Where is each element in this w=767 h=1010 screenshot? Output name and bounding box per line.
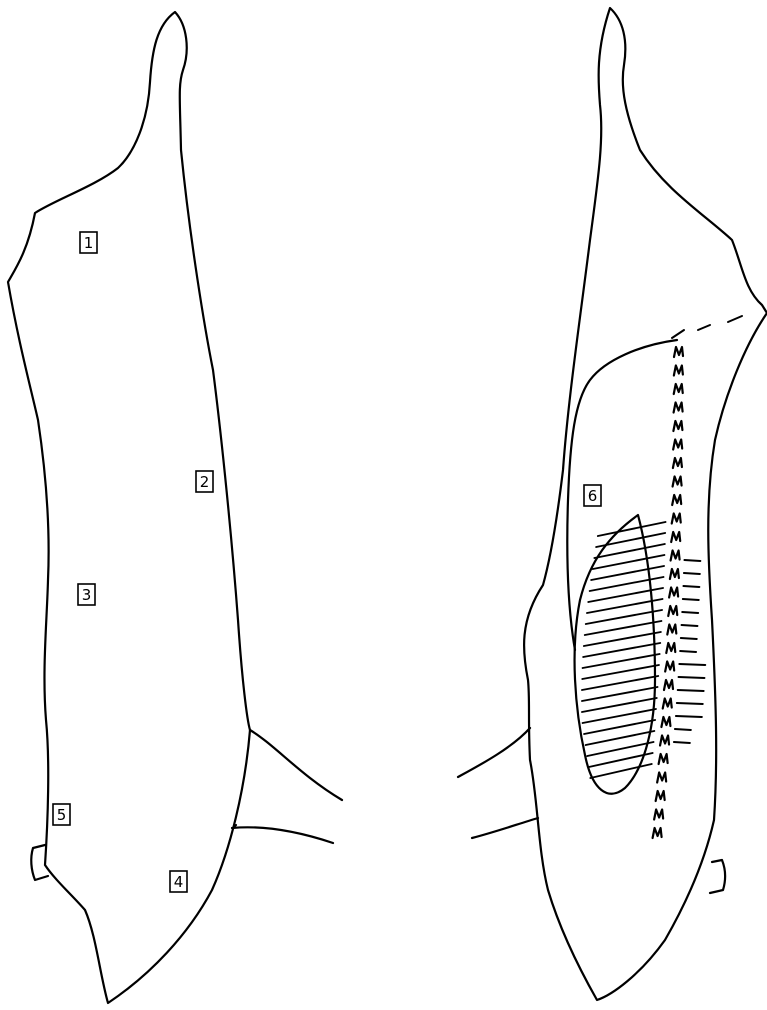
label-3-text: 3 [82, 586, 92, 604]
spine-top-dash-3 [728, 316, 742, 322]
vertebra-mark [659, 754, 668, 764]
spinal-tick [675, 729, 691, 730]
vertebra-mark [672, 514, 681, 524]
label-2-text: 2 [200, 473, 210, 491]
vertebra-mark [653, 828, 662, 838]
label-1: 1 [80, 232, 97, 253]
right-carcass-outline [524, 8, 767, 1000]
vertebra-mark [671, 551, 680, 561]
spinal-tick [679, 664, 705, 665]
right-shank-lower [472, 818, 538, 838]
vertebra-mark [660, 736, 669, 746]
vertebra-mark [668, 606, 677, 616]
vertebra-mark [654, 810, 663, 820]
label-4-text: 4 [174, 873, 184, 891]
rib-line [584, 632, 661, 646]
left-shank-upper [250, 730, 342, 800]
spinal-tick [678, 690, 704, 691]
vertebra-mark [666, 643, 675, 653]
right-skirt-oval [575, 515, 655, 794]
spinal-tick [683, 599, 699, 600]
rib-line [590, 764, 651, 778]
vertebra-mark [672, 495, 681, 505]
spinal-tick [677, 703, 703, 704]
vertebra-mark [669, 588, 678, 598]
spine-top-dash-1 [672, 330, 684, 338]
label-5: 5 [53, 804, 70, 825]
label-4: 4 [170, 871, 187, 892]
rib-line [586, 610, 662, 624]
rib-line [582, 698, 657, 712]
vertebra-mark [657, 773, 666, 783]
spinal-tick [684, 573, 700, 574]
spinal-tick [683, 586, 699, 587]
right-carcass [458, 8, 767, 1000]
rib-line [582, 665, 659, 679]
vertebra-mark [673, 440, 682, 450]
label-6: 6 [584, 485, 601, 506]
vertebra-mark [674, 384, 683, 394]
spinal-tick [682, 612, 698, 613]
vertebra-mark [670, 569, 679, 579]
rib-line [583, 709, 656, 723]
vertebra-mark [671, 532, 680, 542]
vertebra-mark [656, 791, 665, 801]
left-shank-lower [232, 827, 333, 843]
vertebra-mark [674, 366, 683, 376]
right-shank-upper [458, 728, 530, 777]
rib-line [582, 676, 658, 690]
left-carcass-outline [8, 12, 250, 1003]
label-1-text: 1 [84, 234, 94, 252]
rib-line [585, 621, 662, 635]
spinal-ticks [674, 560, 705, 743]
vertebra-mark [663, 699, 672, 709]
spinal-tick [676, 716, 702, 717]
vertebra-mark [661, 717, 670, 727]
label-6-text: 6 [588, 487, 598, 505]
rib-line [587, 599, 663, 613]
label-3: 3 [78, 584, 95, 605]
label-5-text: 5 [57, 806, 67, 824]
vertebra-mark [664, 680, 673, 690]
rib-line [584, 720, 655, 734]
vertebra-mark [673, 421, 682, 431]
spinal-tick [679, 677, 705, 678]
rib-line [582, 687, 658, 701]
vertebra-mark [667, 625, 676, 635]
spinal-tick [682, 625, 698, 626]
label-2: 2 [196, 471, 213, 492]
spinal-tick [680, 651, 696, 652]
vertebra-mark [673, 477, 682, 487]
rib-line [598, 522, 666, 536]
vertebra-mark [665, 662, 674, 672]
spine-top-dash-2 [698, 325, 710, 330]
vertebra-mark [674, 403, 683, 413]
vertebrae-column [653, 347, 683, 838]
rib-line [586, 731, 655, 745]
spinal-tick [674, 742, 690, 743]
vertebra-mark [674, 347, 683, 357]
rib-line [583, 643, 660, 657]
right-side-tab [710, 860, 725, 893]
spinal-tick [684, 560, 700, 561]
vertebra-mark [673, 458, 682, 468]
left-carcass [8, 12, 342, 1003]
spinal-tick [681, 638, 697, 639]
rib-line [583, 654, 660, 668]
